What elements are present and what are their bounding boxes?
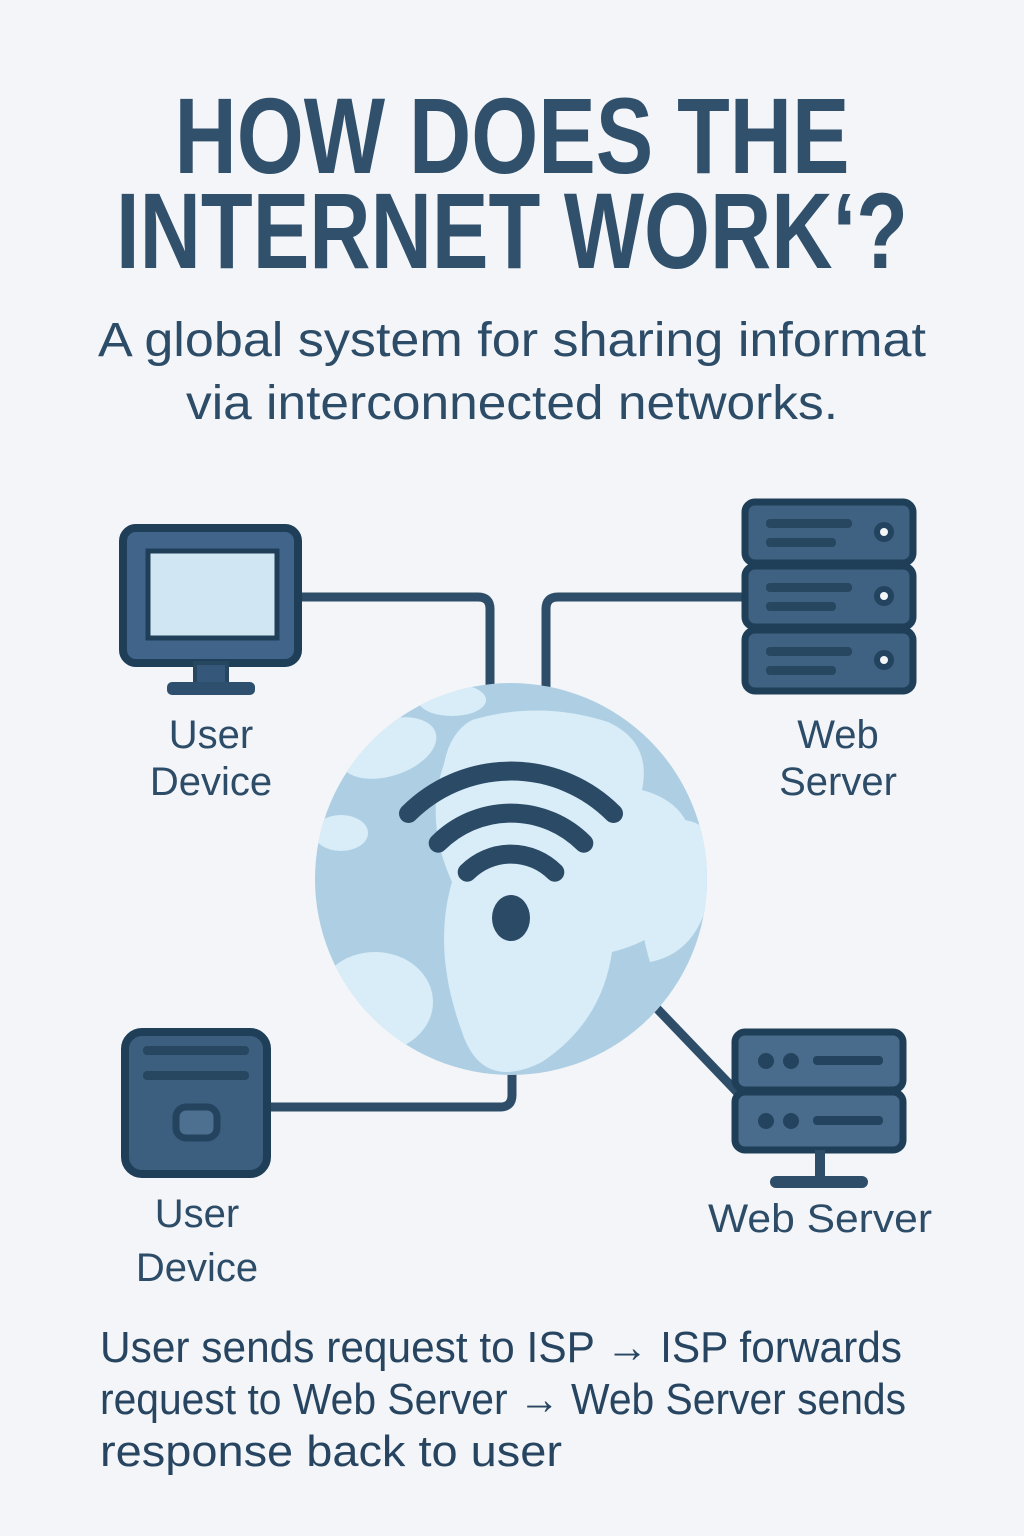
- server-rack-icon: [741, 498, 917, 695]
- stand-neck: [815, 1150, 825, 1178]
- server-stand-icon: [731, 1028, 907, 1188]
- rack-unit-led-center: [880, 656, 888, 664]
- continent-blob-central: [435, 710, 694, 1072]
- stand-base: [770, 1176, 868, 1188]
- tower-slot-2: [143, 1071, 249, 1080]
- rack-unit-2: [741, 562, 917, 631]
- label-user-device-top-line-2: Device: [150, 760, 272, 804]
- rack-unit-body: [741, 626, 917, 695]
- wifi-arc-middle: [428, 803, 594, 853]
- wifi-arc-inner: [457, 844, 565, 882]
- rack-unit-bar: [766, 538, 836, 547]
- wifi-arc-outer: [399, 761, 623, 823]
- wifi-dot: [492, 895, 530, 941]
- label-web-server-bottom: Web Server: [708, 1197, 932, 1241]
- connector-user-device-bottom: [267, 1010, 517, 1112]
- connector-user-device-top: [298, 592, 495, 760]
- rack-unit-led-center: [880, 528, 888, 536]
- stand-server-dot: [783, 1113, 799, 1129]
- flow-description-line-2: request to Web Server → Web Server sends: [100, 1375, 906, 1424]
- stand-server-unit-2: [731, 1088, 907, 1154]
- label-user-device-top-line-1: User: [169, 713, 253, 757]
- rack-unit-bar: [766, 583, 852, 592]
- monitor-screen: [145, 548, 280, 641]
- label-user-device-bottom-line-1: User: [155, 1192, 239, 1236]
- monitor-stand-neck: [193, 661, 229, 687]
- desktop-tower-icon: [121, 1028, 271, 1178]
- subtitle-line-2: via interconnected networks.: [186, 377, 838, 430]
- desktop-monitor-icon: [119, 524, 302, 695]
- main-title-line-1: HOW DOES THE: [175, 75, 850, 196]
- tower-slot-1: [143, 1046, 249, 1055]
- stand-server-dot: [783, 1053, 799, 1069]
- subtitle-line-1: A global system for sharing informat: [98, 314, 926, 367]
- label-web-server-top-line-1: Web: [797, 713, 879, 757]
- flow-description-line-3: response back to user: [100, 1427, 562, 1476]
- stand-server-bar: [813, 1116, 883, 1125]
- label-user-device-bottom-line-2: Device: [136, 1246, 258, 1290]
- stand-server-unit-1: [731, 1028, 907, 1094]
- connector-web-server-top: [541, 592, 747, 760]
- rack-unit-bar: [766, 519, 852, 528]
- tower-button: [172, 1103, 221, 1142]
- stand-server-dot: [758, 1113, 774, 1129]
- stand-server-bar: [813, 1056, 883, 1065]
- rack-unit-bar: [766, 666, 836, 675]
- continent-blob-west-island: [315, 815, 368, 851]
- wifi-icon: [399, 761, 623, 941]
- monitor-stand-base: [167, 682, 255, 695]
- main-title-line-2: INTERNET WORK‘?: [116, 170, 908, 291]
- rack-unit-led-center: [880, 592, 888, 600]
- flow-description-line-1: User sends request to ISP → ISP forwards: [100, 1323, 902, 1372]
- rack-unit-bar: [766, 647, 852, 656]
- tower-body: [121, 1028, 271, 1178]
- rack-unit-1: [741, 498, 917, 567]
- continent-blob-east: [641, 819, 707, 962]
- label-web-server-top-line-2: Server: [779, 760, 897, 804]
- rack-unit-bar: [766, 602, 836, 611]
- stand-server-dot: [758, 1053, 774, 1069]
- rack-unit-3: [741, 626, 917, 695]
